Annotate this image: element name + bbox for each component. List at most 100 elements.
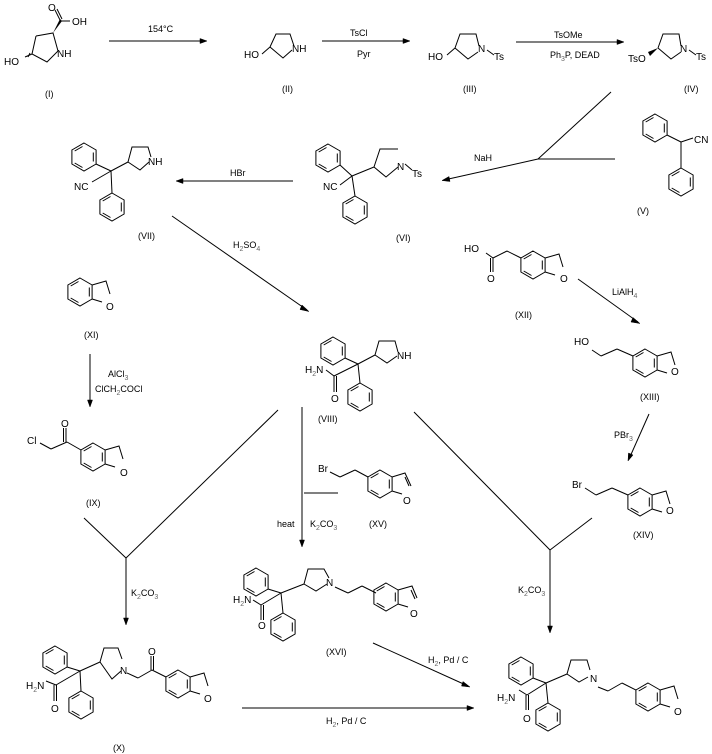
arrow-VII-to-VIII: H2SO4 bbox=[171, 215, 310, 312]
atom-N: N bbox=[680, 44, 687, 55]
compound-XVI: N H2N O O (XVI) bbox=[233, 567, 418, 657]
compound-label-XII: (XII) bbox=[515, 310, 532, 320]
atom-O: O bbox=[671, 367, 679, 378]
compound-label-VII: (VII) bbox=[138, 231, 155, 241]
compound-label-X: (X) bbox=[113, 743, 125, 753]
compound-XIII: HO O (XIII) bbox=[574, 337, 679, 402]
compound-label-XIII: (XIII) bbox=[640, 392, 660, 402]
atom-H2N: H2N bbox=[233, 595, 251, 608]
reagent-heat-154C: 154°C bbox=[148, 24, 174, 34]
atom-H2N: H2N bbox=[305, 365, 323, 378]
compound-VIII: NH H2N O (VIII) bbox=[305, 336, 411, 424]
arrow-III-to-IV: TsOMe Ph3P, DEAD bbox=[516, 30, 625, 63]
atom-OH: OH bbox=[72, 17, 87, 28]
compound-label-XIV: (XIV) bbox=[633, 530, 654, 540]
atom-H2N: H2N bbox=[497, 693, 515, 706]
compound-label-V: (V) bbox=[637, 206, 649, 216]
compound-label-VIII: (VIII) bbox=[318, 414, 338, 424]
atom-NH: NH bbox=[57, 49, 71, 60]
compound-label-IX: (IX) bbox=[86, 498, 101, 508]
atom-Ts: Ts bbox=[696, 52, 706, 63]
atom-O: O bbox=[258, 621, 266, 632]
atom-O: O bbox=[61, 419, 69, 430]
atom-O: O bbox=[331, 394, 339, 405]
atom-O: O bbox=[51, 704, 59, 715]
atom-N: N bbox=[590, 674, 597, 685]
atom-NC: NC bbox=[74, 182, 88, 193]
atom-N: N bbox=[397, 162, 404, 173]
atom-O: O bbox=[403, 496, 411, 507]
atom-CN: CN bbox=[694, 135, 708, 146]
reagent-ph3p-dead: Ph3P, DEAD bbox=[550, 50, 600, 63]
compound-IX: O Cl O (IX) bbox=[27, 419, 128, 508]
compound-label-I: (I) bbox=[45, 89, 54, 99]
compound-VI: N Ts NC (VI) bbox=[315, 143, 422, 243]
compound-II: NH HO (II) bbox=[244, 33, 306, 94]
arrow-VI-to-VII: HBr bbox=[175, 168, 293, 184]
atom-Ts: Ts bbox=[494, 52, 504, 63]
compound-final-product: N H2N O O bbox=[497, 656, 682, 732]
compound-label-VI: (VI) bbox=[396, 233, 411, 243]
atom-O: O bbox=[560, 274, 568, 285]
reagent-k2co3: K2CO3 bbox=[131, 588, 158, 601]
arrow-XVI-to-final: H2, Pd / C bbox=[372, 642, 471, 688]
arrow-XI-to-IX: AlCl3 ClCH2COCl bbox=[87, 354, 142, 408]
compound-label-XV: (XV) bbox=[369, 519, 387, 529]
reagent-tsome: TsOMe bbox=[554, 30, 583, 40]
compound-XI: O (XI) bbox=[68, 278, 114, 340]
atom-Br: Br bbox=[318, 464, 329, 475]
compound-V: CN (V) bbox=[637, 113, 708, 216]
atom-Ts: Ts bbox=[412, 169, 422, 180]
arrow-XIII-to-XIV: PBr3 bbox=[614, 413, 650, 462]
arrow-XII-to-XIII: LiAlH4 bbox=[577, 278, 641, 324]
atom-O: O bbox=[487, 274, 495, 285]
reagent-pbr3: PBr3 bbox=[614, 430, 633, 443]
compound-VII: NH NC (VII) bbox=[71, 142, 162, 241]
compound-XV: Br O (XV) bbox=[318, 464, 412, 529]
compound-III: N Ts HO (III) bbox=[428, 33, 504, 94]
atom-HO: HO bbox=[428, 52, 443, 63]
arrow-VIII-XIV-to-final: K2CO3 bbox=[413, 411, 593, 634]
atom-O: O bbox=[666, 506, 674, 517]
reagent-h2-pdc: H2, Pd / C bbox=[428, 655, 469, 668]
arrow-X-to-final: H2, Pd / C bbox=[242, 705, 475, 729]
atom-O: O bbox=[674, 707, 682, 718]
atom-H2N: H2N bbox=[26, 681, 44, 694]
atom-NH: NH bbox=[148, 157, 162, 168]
atom-O: O bbox=[148, 647, 156, 658]
reagent-nah: NaH bbox=[474, 153, 492, 163]
arrow-IV-V-to-VI: NaH bbox=[441, 91, 615, 182]
atom-N: N bbox=[120, 666, 127, 677]
reagent-hbr: HBr bbox=[230, 168, 246, 178]
reagent-k2co3: K2CO3 bbox=[518, 585, 545, 598]
reagent-pyridine: Pyr bbox=[357, 49, 371, 59]
atom-HO: HO bbox=[244, 50, 259, 61]
atom-O: O bbox=[120, 468, 128, 479]
atom-Br: Br bbox=[572, 480, 583, 491]
atom-O: O bbox=[48, 3, 56, 14]
atom-O: O bbox=[204, 694, 212, 705]
atom-HO: HO bbox=[574, 337, 589, 348]
arrow-VIII-XV-to-XVI: heat K2CO3 bbox=[277, 407, 338, 548]
atom-NC: NC bbox=[323, 182, 337, 193]
atom-N: N bbox=[478, 44, 485, 55]
reagent-h2-pdc: H2, Pd / C bbox=[326, 716, 367, 729]
atom-HO: HO bbox=[4, 57, 19, 68]
atom-O: O bbox=[410, 609, 418, 620]
reagent-alcl3: AlCl3 bbox=[108, 369, 129, 382]
reagent-k2co3: K2CO3 bbox=[310, 519, 337, 532]
compound-label-XI: (XI) bbox=[84, 330, 99, 340]
atom-N: N bbox=[326, 578, 333, 589]
compound-I: O OH NH HO (I) bbox=[4, 3, 87, 99]
atom-HO: HO bbox=[464, 244, 479, 255]
reagent-chloroacetyl-chloride: ClCH2COCl bbox=[95, 384, 142, 397]
arrow-IX-VIII-to-X: K2CO3 bbox=[83, 409, 279, 626]
compound-X: N O H2N O O (X) bbox=[26, 645, 212, 753]
reagent-heat: heat bbox=[277, 519, 295, 529]
compound-XIV: Br O (XIV) bbox=[572, 480, 674, 540]
atom-TsO: TsO bbox=[628, 54, 646, 65]
arrow-I-to-II: 154°C bbox=[109, 24, 208, 44]
reagent-h2so4: H2SO4 bbox=[233, 240, 260, 253]
atom-Cl: Cl bbox=[27, 436, 36, 447]
